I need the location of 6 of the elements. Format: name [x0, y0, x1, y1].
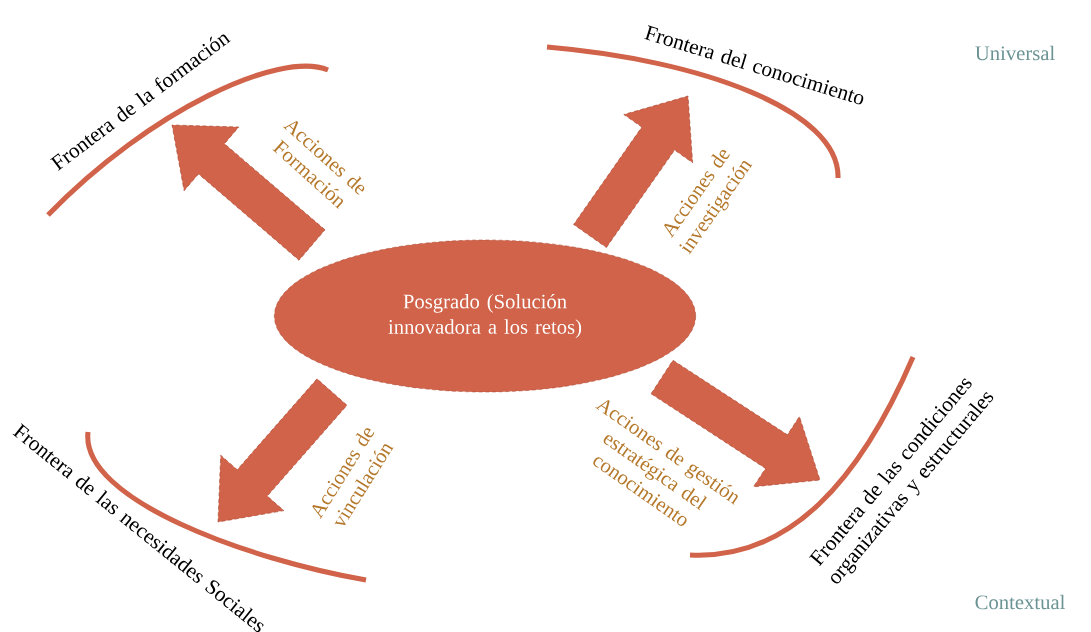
block-arrow [650, 359, 821, 488]
block-arrow [573, 95, 693, 248]
block-arrow [217, 378, 348, 523]
scale-label: Contextual [975, 594, 1065, 610]
block-arrow [171, 124, 326, 261]
scale-label: Universal [975, 45, 1055, 61]
